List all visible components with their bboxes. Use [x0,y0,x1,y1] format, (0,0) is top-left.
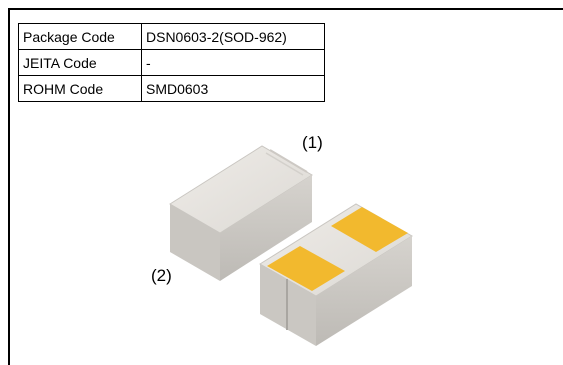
table-row: Package Code DSN0603-2(SOD-962) [18,23,325,50]
package-info-table: Package Code DSN0603-2(SOD-962) JEITA Co… [18,23,325,102]
chip-bottom-view [259,203,413,346]
solder-pad-left [267,246,345,291]
chip-top-view [169,145,313,281]
pin-2-label: (2) [151,266,172,285]
rohm-code-value: SMD0603 [141,75,325,102]
frame-border [8,8,563,365]
rohm-code-label: ROHM Code [18,75,142,102]
pin-1-label: (1) [302,133,323,152]
solder-pad-right [331,207,408,252]
package-code-value: DSN0603-2(SOD-962) [141,23,325,50]
package-code-label: Package Code [18,23,142,50]
jeita-code-value: - [141,49,325,76]
table-row: ROHM Code SMD0603 [18,75,325,102]
